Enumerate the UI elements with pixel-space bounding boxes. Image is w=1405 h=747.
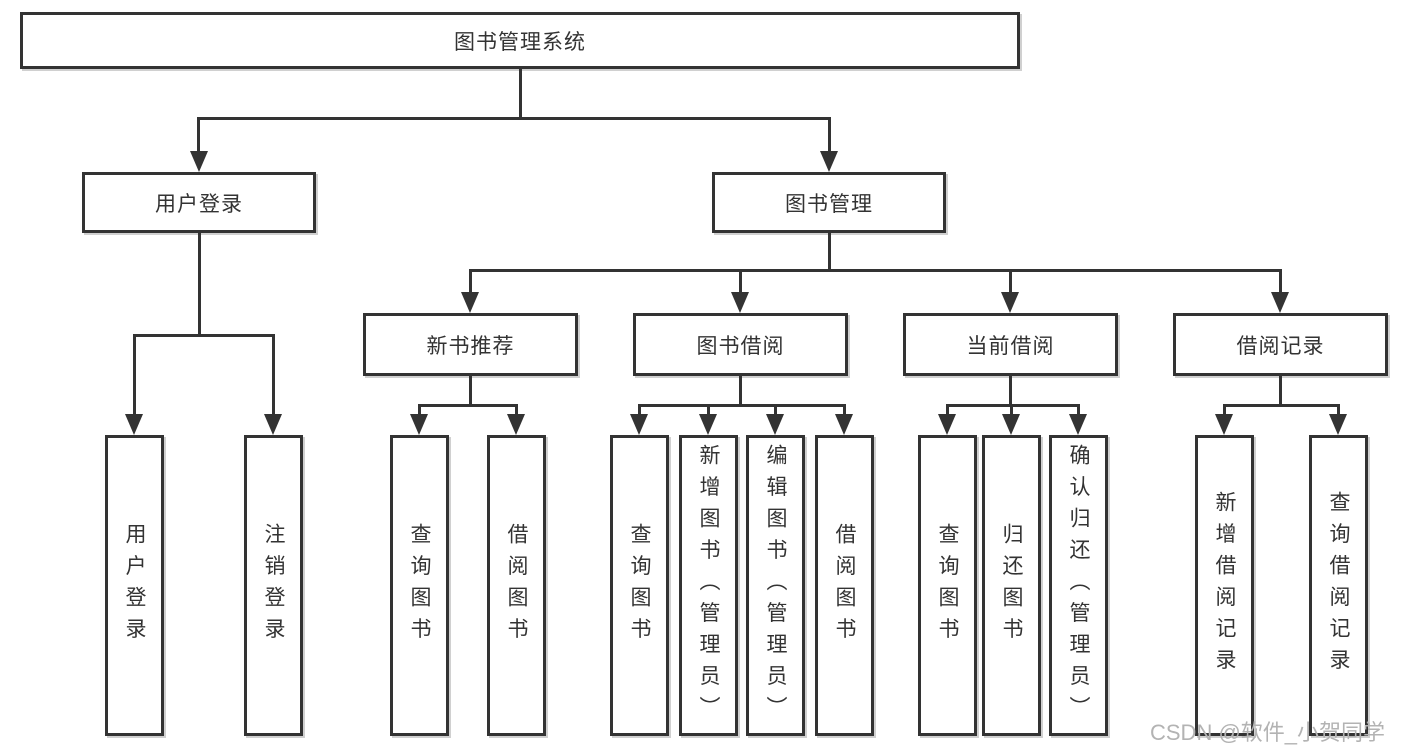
node-user-login-label: 用户登录 xyxy=(155,192,243,216)
arrowhead-down-icon xyxy=(938,414,956,435)
node-new-book-recommendation-label: 新书推荐 xyxy=(426,334,515,358)
connector-vline xyxy=(1009,269,1012,294)
leaf-query-borrow-record-label: 查询借阅记录 xyxy=(1327,491,1350,680)
connector-vline xyxy=(272,334,275,416)
node-root-label: 图书管理系统 xyxy=(454,30,586,54)
leaf-current-query-books-label: 查询图书 xyxy=(936,522,959,649)
leaf-borrowing-borrow-books-label: 借阅图书 xyxy=(833,522,856,649)
connector-vline xyxy=(843,404,846,416)
node-book-borrowing-label: 图书借阅 xyxy=(696,334,785,358)
arrowhead-down-icon xyxy=(731,292,749,313)
node-borrow-records: 借阅记录 xyxy=(1173,313,1388,376)
leaf-user-login: 用户登录 xyxy=(105,435,164,736)
node-current-borrowing-label: 当前借阅 xyxy=(966,334,1055,358)
node-root: 图书管理系统 xyxy=(20,12,1020,69)
connector-vline xyxy=(1223,404,1226,416)
leaf-borrowing-query-books: 查询图书 xyxy=(610,435,669,736)
leaf-add-borrow-record-label: 新增借阅记录 xyxy=(1213,491,1236,680)
arrowhead-down-icon xyxy=(1069,414,1087,435)
node-book-management: 图书管理 xyxy=(712,172,946,233)
connector-hline xyxy=(469,269,1282,272)
leaf-recommend-query-books: 查询图书 xyxy=(390,435,449,736)
connector-vline xyxy=(739,376,742,407)
arrowhead-down-icon xyxy=(1001,292,1019,313)
connector-vline xyxy=(946,404,949,416)
leaf-borrowing-borrow-books: 借阅图书 xyxy=(815,435,874,736)
connector-hline xyxy=(946,404,1080,407)
leaf-recommend-borrow-books-label: 借阅图书 xyxy=(505,522,528,649)
leaf-add-books-admin: 新增图书（管理员） xyxy=(679,435,738,736)
connector-vline xyxy=(1279,376,1282,407)
arrowhead-down-icon xyxy=(820,151,838,172)
node-user-login: 用户登录 xyxy=(82,172,316,233)
arrowhead-down-icon xyxy=(835,414,853,435)
arrowhead-down-icon xyxy=(1002,414,1020,435)
connector-vline xyxy=(1077,404,1080,416)
arrowhead-down-icon xyxy=(190,151,208,172)
leaf-return-books: 归还图书 xyxy=(982,435,1041,736)
leaf-add-borrow-record: 新增借阅记录 xyxy=(1195,435,1254,736)
arrowhead-down-icon xyxy=(1271,292,1289,313)
node-borrow-records-label: 借阅记录 xyxy=(1236,334,1325,358)
connector-vline xyxy=(418,404,421,416)
node-current-borrowing: 当前借阅 xyxy=(903,313,1118,376)
connector-hline xyxy=(198,117,831,120)
leaf-user-login-label: 用户登录 xyxy=(123,522,146,649)
arrowhead-down-icon xyxy=(630,414,648,435)
connector-vline xyxy=(638,404,641,416)
leaf-logout: 注销登录 xyxy=(244,435,303,736)
connector-vline xyxy=(197,117,200,153)
connector-vline xyxy=(515,404,518,416)
node-book-management-label: 图书管理 xyxy=(785,192,873,216)
leaf-borrowing-query-books-label: 查询图书 xyxy=(628,522,651,649)
connector-vline xyxy=(774,404,777,416)
connector-hline xyxy=(418,404,518,407)
leaf-logout-label: 注销登录 xyxy=(262,522,285,649)
leaf-recommend-borrow-books: 借阅图书 xyxy=(487,435,546,736)
connector-vline xyxy=(828,233,831,272)
connector-vline xyxy=(828,117,831,153)
leaf-recommend-query-books-label: 查询图书 xyxy=(408,522,431,649)
connector-vline xyxy=(469,376,472,407)
connector-vline xyxy=(1009,376,1012,407)
arrowhead-down-icon xyxy=(461,292,479,313)
node-new-book-recommendation: 新书推荐 xyxy=(363,313,578,376)
connector-hline xyxy=(133,334,275,337)
leaf-return-books-label: 归还图书 xyxy=(1000,522,1023,649)
arrowhead-down-icon xyxy=(264,414,282,435)
connector-hline xyxy=(1223,404,1340,407)
arrowhead-down-icon xyxy=(699,414,717,435)
leaf-edit-books-admin-label: 编辑图书（管理员） xyxy=(764,443,787,728)
node-book-borrowing: 图书借阅 xyxy=(633,313,848,376)
connector-vline xyxy=(133,334,136,416)
arrowhead-down-icon xyxy=(1329,414,1347,435)
arrowhead-down-icon xyxy=(507,414,525,435)
connector-vline xyxy=(469,269,472,294)
connector-vline xyxy=(707,404,710,416)
arrowhead-down-icon xyxy=(1215,414,1233,435)
arrowhead-down-icon xyxy=(766,414,784,435)
leaf-edit-books-admin: 编辑图书（管理员） xyxy=(746,435,805,736)
leaf-query-borrow-record: 查询借阅记录 xyxy=(1309,435,1368,736)
csdn-watermark: CSDN @软件_小贺同学 xyxy=(1150,720,1386,745)
connector-hline xyxy=(638,404,846,407)
connector-vline xyxy=(1010,404,1013,416)
leaf-add-books-admin-label: 新增图书（管理员） xyxy=(697,443,720,728)
arrowhead-down-icon xyxy=(125,414,143,435)
connector-vline xyxy=(519,68,522,120)
leaf-confirm-return-admin: 确认归还（管理员） xyxy=(1049,435,1108,736)
arrowhead-down-icon xyxy=(410,414,428,435)
connector-vline xyxy=(198,233,201,337)
leaf-current-query-books: 查询图书 xyxy=(918,435,977,736)
connector-vline xyxy=(739,269,742,294)
connector-vline xyxy=(1279,269,1282,294)
connector-vline xyxy=(1337,404,1340,416)
leaf-confirm-return-admin-label: 确认归还（管理员） xyxy=(1067,443,1090,728)
